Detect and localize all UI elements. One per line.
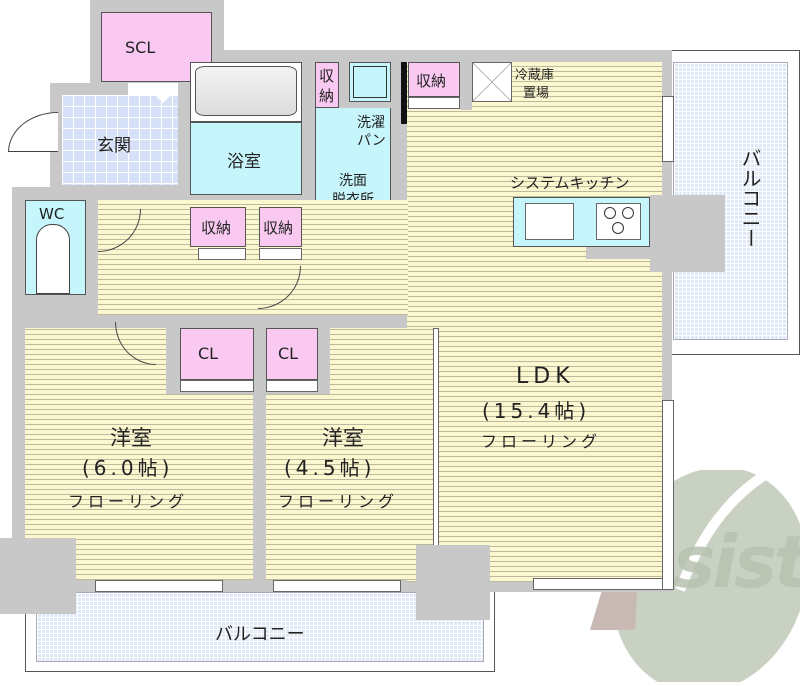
- kitchen-label: システムキッチン: [510, 174, 630, 192]
- storage-small-label-2: 納: [319, 87, 335, 105]
- washing-machine-pan: [349, 62, 391, 102]
- storage-right: [259, 207, 302, 247]
- fridge-space-2: [472, 62, 512, 102]
- stove-burner-1: [604, 207, 616, 219]
- room-entrance: [62, 95, 178, 185]
- kitchen-column: [650, 195, 725, 272]
- wc-label: WC: [39, 205, 65, 223]
- storage-right-door[interactable]: [259, 248, 302, 260]
- entrance-door[interactable]: [8, 112, 58, 152]
- stove-burner-3: [612, 222, 624, 234]
- kitchen-sink: [525, 203, 574, 240]
- balcony-right: [673, 62, 788, 340]
- storage-top-door-2[interactable]: [408, 97, 460, 109]
- scl-door-marker: [155, 95, 171, 103]
- storage-left-door[interactable]: [198, 248, 246, 260]
- bedroom-2-name: 洋室: [322, 426, 364, 450]
- storage-right-label: 収納: [263, 219, 294, 237]
- hallway: [98, 200, 408, 315]
- closet-right-doors[interactable]: [266, 380, 318, 392]
- bath-label: 浴室: [227, 152, 261, 172]
- washroom-label-1: 洗面: [339, 173, 367, 189]
- bedroom-1-size: (6.0帖): [82, 456, 174, 480]
- fridge-wall: [460, 62, 472, 110]
- closet-left-doors[interactable]: [180, 380, 254, 392]
- bedroom-1-name: 洋室: [110, 426, 152, 450]
- ldk-floor: フローリング: [481, 432, 602, 451]
- bedroom-1-floor: フローリング: [68, 492, 189, 511]
- pillar-bottom-middle: [416, 545, 490, 620]
- room-bath: [190, 122, 302, 195]
- ldk-lower: [435, 315, 662, 582]
- scl-label: SCL: [125, 38, 156, 57]
- storage-small-label-1: 収: [319, 67, 335, 85]
- ldk-name: LDK: [516, 364, 575, 389]
- laundry-label-2: パン: [357, 133, 386, 149]
- storage-top-label-2: 収納: [416, 72, 447, 90]
- fridge-label-1b: 冷蔵庫: [515, 68, 555, 83]
- closet-right: [266, 328, 318, 380]
- pillar-bottom-left: [0, 538, 76, 614]
- toilet-icon: [36, 224, 70, 294]
- balcony-bottom-label: バルコニー: [215, 624, 305, 645]
- kitchen-ledge: [586, 247, 662, 259]
- window-ldk-right-top[interactable]: [662, 96, 674, 162]
- fridge-label-2b: 置場: [523, 86, 550, 101]
- window-bedroom-2[interactable]: [273, 580, 401, 592]
- storage-top-2: [408, 62, 460, 97]
- balcony-right-label: バルコニー: [738, 148, 762, 248]
- storage-left: [190, 207, 246, 247]
- washing-pan-inner: [353, 66, 387, 98]
- sliding-partition[interactable]: [433, 328, 439, 580]
- closet-left: [180, 328, 254, 380]
- bedroom-2-floor: フローリング: [278, 492, 399, 511]
- window-bedroom-1[interactable]: [95, 580, 223, 592]
- scl-opening: [128, 83, 178, 95]
- wc-door[interactable]: [98, 209, 141, 252]
- closet-right-label: CL: [278, 344, 299, 363]
- storage-small: [315, 62, 339, 108]
- laundry-label-1: 洗濯: [357, 115, 385, 131]
- bathtub-icon: [195, 66, 297, 116]
- window-ldk-bottom[interactable]: [533, 578, 663, 590]
- closet-left-label: CL: [198, 344, 219, 363]
- washroom-door[interactable]: [258, 266, 301, 309]
- bedroom-2-size: (4.5帖): [284, 456, 376, 480]
- ldk-size: (15.4帖): [482, 399, 591, 423]
- stove-burner-2: [622, 207, 634, 219]
- window-ldk-right-bottom[interactable]: [662, 400, 674, 590]
- entrance-label: 玄関: [97, 136, 131, 156]
- balcony-bottom: [36, 592, 484, 662]
- bedroom-1-door[interactable]: [115, 322, 156, 365]
- storage-left-label: 収納: [201, 219, 232, 237]
- partition-dark: [401, 62, 407, 124]
